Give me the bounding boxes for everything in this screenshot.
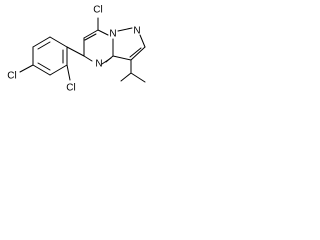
bond-n4-c3a-double xyxy=(101,57,112,65)
atom-labels: Cl N N N Cl Cl xyxy=(7,5,140,94)
bond-c7-c6-double xyxy=(84,33,97,41)
bond-c2-c3-double xyxy=(129,47,142,58)
bond-ph-inner-2 xyxy=(37,62,51,71)
atom-label-cl-para: Cl xyxy=(7,71,16,82)
atom-label-n-pyrazole: N xyxy=(133,26,140,37)
bond-n1-c2 xyxy=(139,34,146,48)
bond-c7-n7a xyxy=(97,29,109,36)
bond-c7-c6 xyxy=(83,29,99,39)
atom-label-n-pyrimidine: N xyxy=(95,59,102,70)
bond-ph-2 xyxy=(32,36,51,48)
bond-ph-5 xyxy=(49,64,68,76)
bond-ph-inner-1 xyxy=(37,41,51,50)
bond-ph-1 xyxy=(49,36,68,48)
atom-label-cl-top: Cl xyxy=(93,5,102,16)
bond-isopropyl-left xyxy=(120,72,132,82)
molecule-diagram: Cl N N N Cl Cl xyxy=(0,0,159,102)
bonds xyxy=(19,17,146,83)
bond-ph-cl-para xyxy=(19,64,34,73)
atom-label-cl-ortho: Cl xyxy=(66,83,75,94)
bond-ph-cl-ortho xyxy=(66,64,71,81)
atom-label-n-bridge: N xyxy=(109,29,116,40)
bond-c2-c3 xyxy=(130,46,146,61)
bond-isopropyl-right xyxy=(130,72,146,83)
bond-ph-4 xyxy=(32,64,51,76)
bond-c5-phenyl xyxy=(66,46,85,57)
bond-c5-n4 xyxy=(83,55,93,62)
bond-c3-c3a xyxy=(112,55,132,61)
bond-n7a-n1 xyxy=(117,27,133,32)
molecule-structure: Cl N N N Cl Cl xyxy=(7,5,146,94)
